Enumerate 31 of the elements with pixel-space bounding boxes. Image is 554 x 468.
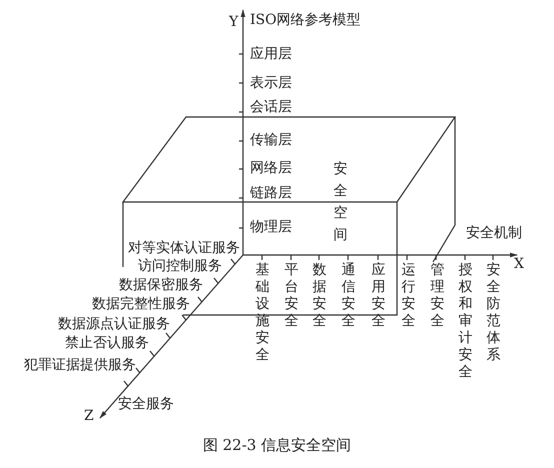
box-label: 安全空间 (333, 160, 348, 245)
tick-label: 安全防范体系 (486, 262, 501, 364)
tick-label: 授权和审计安全 (458, 262, 473, 381)
tick-label: 犯罪证据提供服务 (24, 357, 136, 373)
tick-label: 应用层 (250, 46, 292, 62)
axis-letter: Y (229, 14, 238, 30)
tick-label: 对等实体认证服务 (128, 240, 240, 256)
tick-label: 链路层 (250, 185, 292, 201)
axis-letter: Z (84, 408, 94, 424)
tick-label: 表示层 (250, 75, 292, 91)
axis-title: 安全机制 (466, 225, 522, 241)
tick-label: 应用安全 (371, 262, 386, 330)
tick-label: 数据保密服务 (119, 277, 203, 293)
tick-label: 基础设施安全 (255, 262, 270, 364)
tick-label: 禁止否认服务 (65, 335, 149, 351)
tick-label: 运行安全 (401, 262, 416, 330)
tick-label: 访问控制服务 (138, 258, 222, 274)
tick-label: 网络层 (250, 160, 292, 176)
tick-label: 平台安全 (284, 262, 299, 330)
caption: 图 22-3 信息安全空间 (202, 437, 352, 453)
tick-label: 通信安全 (341, 262, 356, 330)
tick-label: 数据源点认证服务 (58, 316, 170, 332)
tick-label: 会话层 (250, 99, 292, 115)
tick-label: 物理层 (250, 219, 292, 235)
tick-label: 数据完整性服务 (92, 296, 190, 312)
axis-title: ISO网络参考模型 (250, 12, 361, 28)
tick-label: 数据安全 (312, 262, 327, 330)
tick-label: 传输层 (250, 132, 292, 148)
axis-letter: X (514, 256, 524, 272)
axis-title: 安全服务 (118, 396, 174, 412)
tick-label: 管理安全 (430, 262, 445, 330)
